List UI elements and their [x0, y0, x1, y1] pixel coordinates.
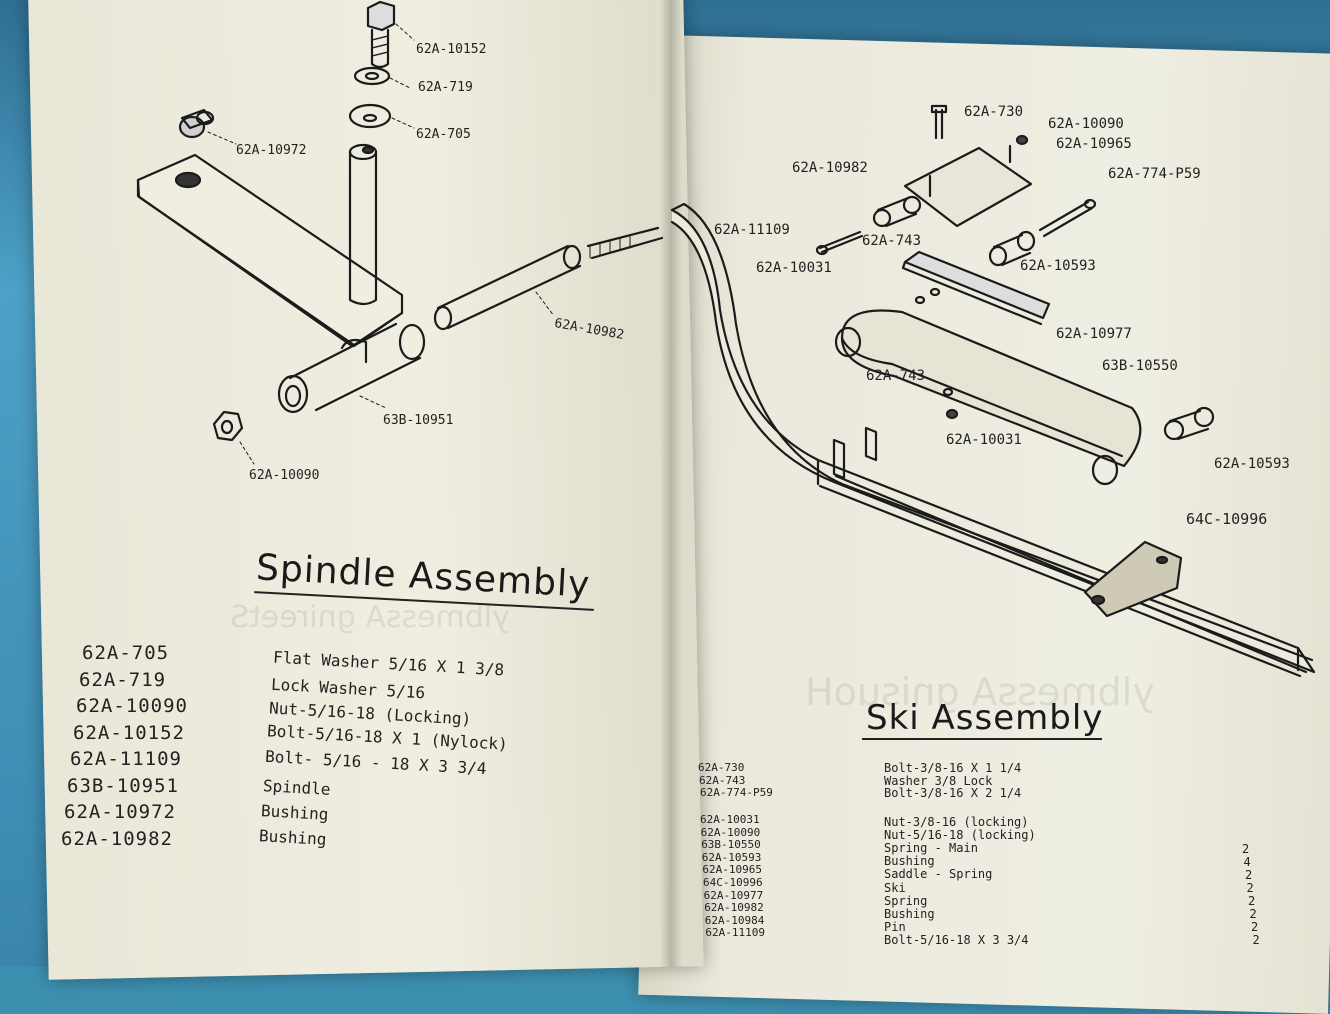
part-number: 62A-10984	[704, 913, 765, 927]
part-label: 62A-10090	[1048, 116, 1124, 132]
part-number: 62A-10982	[61, 827, 173, 850]
part-description: Ski	[884, 880, 906, 895]
part-label: 62A-10977	[1056, 326, 1132, 342]
part-number: 62A-743	[699, 773, 746, 787]
part-label: 62A-10965	[1056, 136, 1132, 152]
quantity: 2	[1249, 907, 1257, 921]
book-gutter	[660, 0, 682, 967]
part-number: 62A-10977	[703, 888, 764, 902]
part-number: 62A-10090	[76, 695, 188, 717]
part-description: Nut-5/16-18 (locking)	[884, 828, 1036, 843]
part-number: 62A-10972	[64, 801, 176, 823]
part-label: 62A-10593	[1214, 456, 1290, 472]
part-description: Bolt-5/16-18 X 3 3/4	[884, 932, 1029, 947]
part-number: 62A-719	[79, 668, 167, 691]
part-description: Spring - Main	[884, 841, 978, 856]
part-number: 62A-705	[82, 642, 170, 664]
part-label: 62A-10972	[236, 143, 307, 158]
part-label: 62A-10593	[1020, 258, 1096, 274]
title-underline	[862, 738, 1102, 740]
ski-drawing	[670, 202, 1316, 678]
part-description: Spring	[884, 893, 928, 908]
part-number: 62A-10090	[700, 825, 761, 839]
part-label: 62A-11109	[714, 222, 790, 238]
bolt-10152-drawing	[366, 0, 396, 69]
part-number: 62A-730	[698, 761, 745, 774]
part-description: Bushing	[260, 800, 329, 824]
exploded-parts-drawing	[136, 0, 1316, 678]
part-description: Washer 3/8 Lock	[884, 773, 993, 788]
quantity: 2	[1245, 868, 1253, 882]
part-label: 62A-730	[964, 104, 1024, 120]
quantity: 2	[1248, 894, 1256, 908]
part-label: 62A-705	[416, 127, 471, 142]
part-description: Bolt-3/8-16 X 1 1/4	[884, 761, 1022, 775]
quantity: 2	[1246, 881, 1254, 895]
part-number: 62A-10152	[73, 721, 185, 744]
part-number: 62A-10982	[704, 901, 764, 915]
quantity: 4	[1243, 855, 1251, 869]
part-label: 62A-743	[866, 368, 926, 384]
part-label: 63B-10550	[1102, 358, 1178, 374]
part-number: 62A-11109	[705, 926, 765, 940]
part-number: 62A-11109	[70, 748, 182, 770]
part-label: 62A-10031	[756, 260, 832, 276]
part-label: 62A-774-P59	[1108, 166, 1201, 182]
part-description: Nut-3/8-16 (locking)	[884, 815, 1029, 829]
part-description: Bolt-3/8-16 X 2 1/4	[884, 786, 1022, 800]
part-number: 63B-10550	[701, 838, 761, 852]
part-label: 63B-10951	[383, 413, 454, 428]
part-description: Spindle	[262, 776, 331, 799]
part-description: Saddle - Spring	[884, 867, 993, 882]
quantity: 2	[1251, 920, 1259, 934]
part-label: 62A-719	[418, 80, 473, 95]
part-description: Bushing	[258, 825, 327, 849]
part-number: 62A-10965	[702, 863, 762, 877]
part-number: 62A-774-P59	[700, 786, 773, 799]
part-label: 62A-10152	[416, 42, 487, 57]
part-description: Bushing	[884, 854, 935, 869]
quantity: 2	[1242, 842, 1250, 856]
ski-assembly-title: Ski Assembly	[866, 698, 1104, 738]
part-number: 62A-10593	[701, 850, 762, 864]
part-number: 64C-10996	[703, 876, 763, 889]
part-description: Pin	[884, 919, 906, 934]
part-number: 63B-10951	[67, 774, 179, 797]
quantity: 2	[1252, 933, 1260, 947]
part-label: 62A-743	[862, 233, 922, 249]
part-label: 62A-10090	[249, 468, 320, 483]
part-number: 62A-10031	[700, 813, 760, 826]
part-label: 62A-10031	[946, 432, 1022, 448]
part-label: 62A-10982	[792, 160, 868, 176]
part-description: Bushing	[884, 906, 935, 921]
part-label: 64C-10996	[1186, 510, 1268, 528]
